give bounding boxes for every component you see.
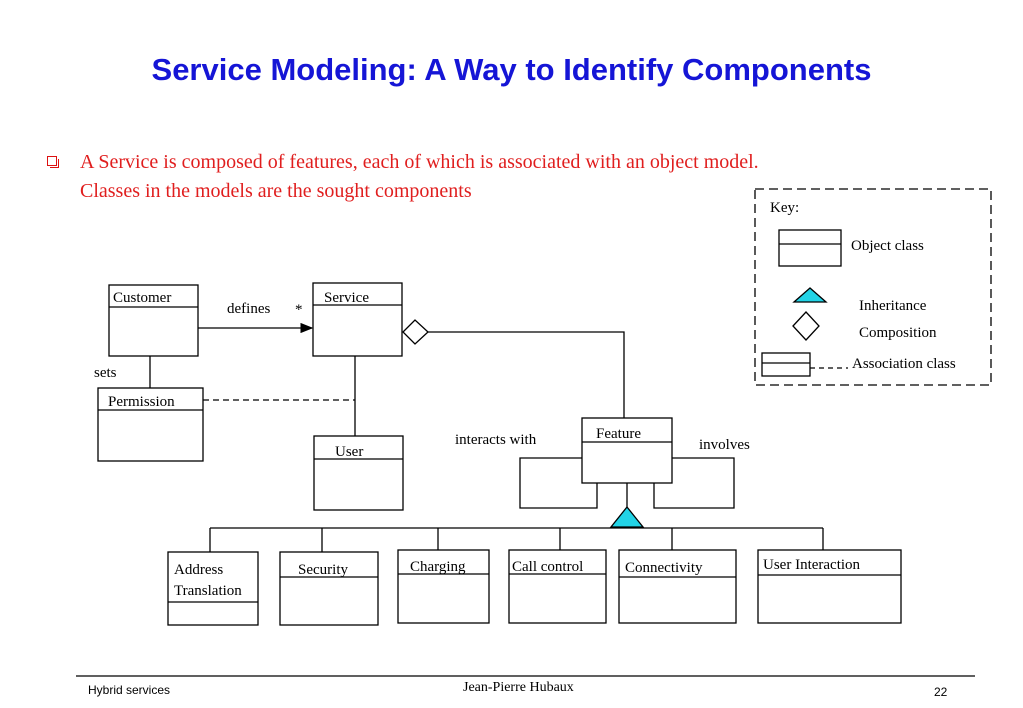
- class-charging: [397, 549, 490, 624]
- inheritance-triangle-icon: [609, 505, 645, 528]
- key-association-class-label: Association class: [852, 356, 956, 372]
- security-label: Security: [298, 562, 348, 578]
- class-connectivity: [618, 549, 737, 624]
- involves-label: involves: [699, 437, 750, 453]
- class-user-interaction: [757, 549, 902, 624]
- user-label: User: [335, 444, 363, 460]
- key-composition-label: Composition: [859, 325, 937, 341]
- composition-link: [428, 331, 625, 418]
- defines-label: defines: [227, 301, 270, 317]
- address-translation-label-2: Translation: [174, 583, 242, 599]
- class-security: [279, 551, 379, 626]
- bullet-line-2: Classes in the models are the sought com…: [80, 180, 472, 202]
- slide-title: Service Modeling: A Way to Identify Comp…: [151, 52, 872, 87]
- class-address-translation: [167, 551, 259, 626]
- footer-author: Jean-Pierre Hubaux: [463, 680, 574, 695]
- composition-diamond-icon: [402, 319, 429, 345]
- call-control-label: Call control: [512, 559, 583, 575]
- key-composition-icon: [792, 311, 820, 341]
- customer-label: Customer: [113, 290, 171, 306]
- bullet-box-icon: [47, 156, 59, 168]
- interacts-with-label: interacts with: [455, 432, 537, 448]
- class-customer: [108, 284, 199, 357]
- key-inheritance-icon: [792, 287, 828, 303]
- class-call-control: [508, 549, 607, 624]
- key-association-class-icon: [761, 352, 848, 377]
- class-user: [313, 435, 404, 511]
- involves-loop: [653, 457, 735, 509]
- feature-label: Feature: [596, 426, 641, 442]
- permission-label: Permission: [108, 394, 175, 410]
- bullet-line-1: A Service is composed of features, each …: [80, 151, 759, 173]
- class-service: [312, 282, 403, 357]
- key-title: Key:: [770, 200, 799, 216]
- bullet-text: A Service is composed of features, each …: [80, 148, 1000, 206]
- charging-label: Charging: [410, 559, 466, 575]
- connectivity-label: Connectivity: [625, 560, 703, 576]
- service-label: Service: [324, 290, 369, 306]
- key-box: [754, 188, 992, 386]
- multiplicity-label: *: [295, 302, 303, 318]
- key-inheritance-label: Inheritance: [859, 298, 927, 314]
- key-object-class-label: Object class: [851, 238, 924, 254]
- key-object-class-icon: [778, 229, 842, 267]
- user-interaction-label: User Interaction: [763, 557, 861, 573]
- footer-page-number: 22: [934, 685, 948, 699]
- sets-label: sets: [94, 365, 117, 381]
- footer-course-name: Hybrid services: [88, 683, 171, 697]
- address-translation-label-1: Address: [174, 562, 223, 578]
- interacts-with-loop: [519, 457, 598, 509]
